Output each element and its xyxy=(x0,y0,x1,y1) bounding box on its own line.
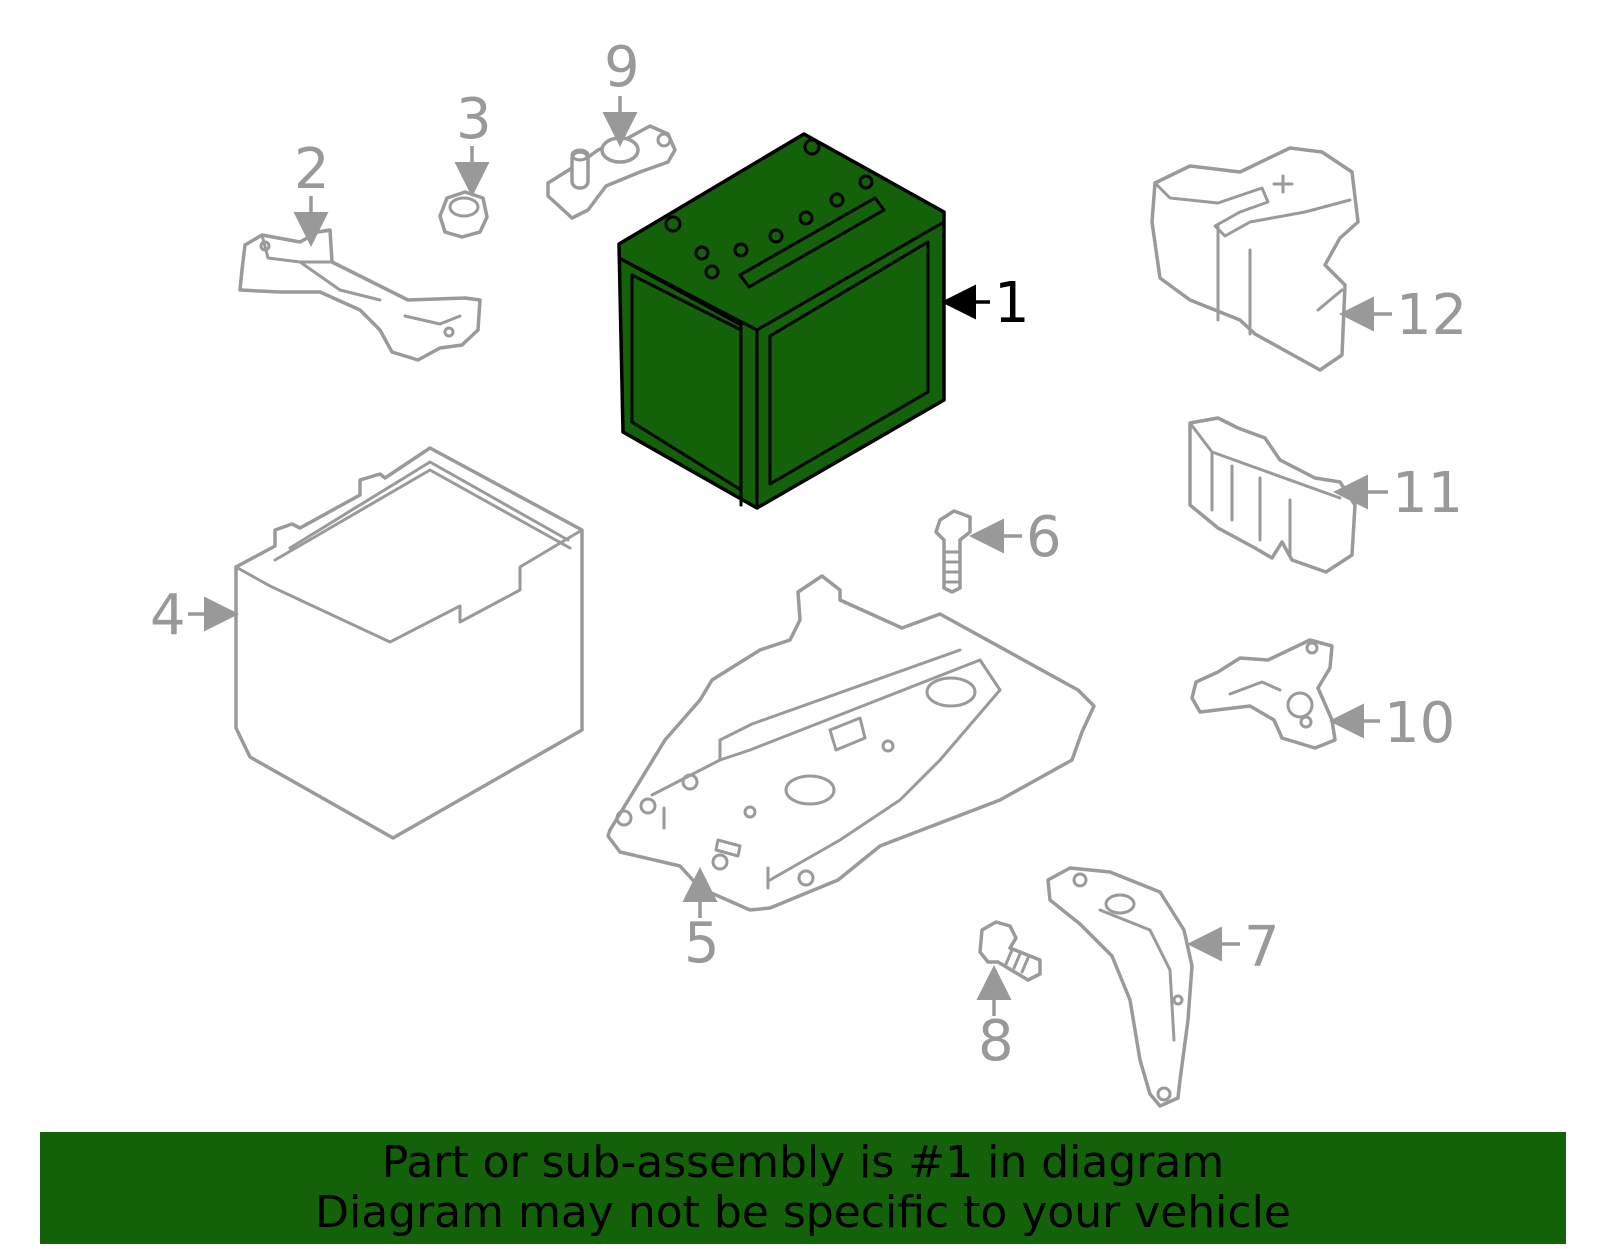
battery-tray-part xyxy=(606,574,1096,912)
callout-6: 6 xyxy=(1026,505,1062,570)
callout-3: 3 xyxy=(456,87,492,152)
callout-4: 4 xyxy=(150,583,186,648)
callout-8: 8 xyxy=(978,1009,1014,1074)
support-bracket-part xyxy=(1046,866,1194,1108)
flange-bolt-part xyxy=(978,920,1042,982)
callout-5: 5 xyxy=(684,911,720,976)
callout-7: 7 xyxy=(1244,915,1280,980)
hold-down-bracket-part xyxy=(238,228,482,362)
callout-12: 12 xyxy=(1396,283,1467,348)
callout-9: 9 xyxy=(604,35,640,100)
callout-11: 11 xyxy=(1392,461,1463,526)
fuse-block-part xyxy=(1188,416,1357,574)
notice-line-part-number: Part or sub-assembly is #1 in diagram xyxy=(381,1137,1225,1188)
clamp-terminal-part xyxy=(1190,638,1337,750)
callout-10: 10 xyxy=(1384,691,1455,756)
bolt-part xyxy=(934,509,972,594)
battery-insulator-part xyxy=(234,446,584,840)
callout-2: 2 xyxy=(294,137,330,202)
notice-line-disclaimer: Diagram may not be specific to your vehi… xyxy=(315,1187,1291,1238)
notice-banner: Part or sub-assembly is #1 in diagram Di… xyxy=(40,1132,1566,1244)
terminal-cover-part xyxy=(1150,146,1360,372)
battery-part-highlighted xyxy=(617,132,946,510)
callout-1: 1 xyxy=(994,271,1030,336)
terminal-part xyxy=(546,124,677,220)
nut-part xyxy=(438,190,489,239)
